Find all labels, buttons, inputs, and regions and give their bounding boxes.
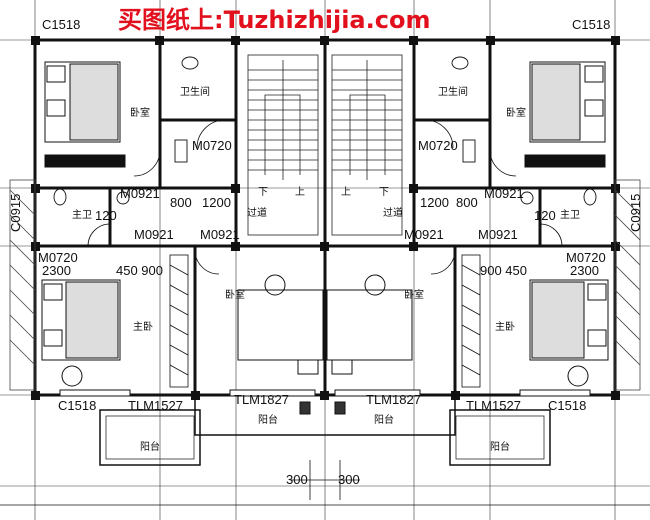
room-label-center-bed-left: 卧室 <box>225 288 245 301</box>
code-c0915-right: C0915 <box>628 194 643 232</box>
code-m0720-mid-left: M0720 <box>38 250 78 265</box>
dim-900-450-right: 900 450 <box>480 263 527 278</box>
dim-1200-left: 1200 <box>202 195 231 210</box>
code-m0921-left-3: M0921 <box>200 227 240 242</box>
dimension-bottom <box>0 460 650 506</box>
code-m0921-left-1: M0921 <box>120 186 160 201</box>
code-m0720-right: M0720 <box>418 138 458 153</box>
balconies <box>99 394 551 466</box>
room-label-corridor-right: 过道 <box>383 206 403 219</box>
code-c1518-bottom-right: C1518 <box>548 398 586 413</box>
room-label-corridor-left: 过道 <box>247 206 267 219</box>
room-label-master-right: 主卧 <box>495 320 515 333</box>
dim-300-left: 300 <box>286 472 308 487</box>
walls <box>33 38 617 397</box>
wardrobes <box>169 254 481 388</box>
bed-top-right <box>524 61 606 168</box>
watermark-text: 买图纸上:Tuzhizhijia.com <box>118 6 430 34</box>
dim-2300-right: 2300 <box>570 263 599 278</box>
code-c0915-left: C0915 <box>8 194 23 232</box>
room-label-bath-right: 卫生间 <box>438 85 468 98</box>
code-c1518-bottom-left: C1518 <box>58 398 96 413</box>
code-m0921-right-1: M0921 <box>484 186 524 201</box>
bath-fixtures <box>53 56 597 206</box>
code-m0720-left: M0720 <box>192 138 232 153</box>
code-c1518-top-right: C1518 <box>572 17 610 32</box>
code-tlm1527-left: TLM1527 <box>128 398 183 413</box>
door-swings <box>87 119 563 275</box>
code-tlm1827-right: TLM1827 <box>366 392 421 407</box>
stair-label-up-left: 上 <box>295 186 305 198</box>
stair-left <box>247 54 319 236</box>
code-tlm1527-right: TLM1527 <box>466 398 521 413</box>
stair-label-down-right: 下 <box>379 187 389 198</box>
dim-2300-left: 2300 <box>42 263 71 278</box>
room-label-bedroom-left: 卧室 <box>130 106 150 119</box>
dim-450-900-left: 450 900 <box>116 263 163 278</box>
bed-center <box>237 274 413 375</box>
room-label-balcony-left: 阳台 <box>140 440 160 453</box>
sliding-doors <box>59 389 591 415</box>
room-label-center-bed-right: 卧室 <box>404 288 424 301</box>
room-label-master-bath-right: 主卫 <box>560 209 580 221</box>
code-m0921-right-3: M0921 <box>404 227 444 242</box>
dim-120-right: 120 <box>534 208 556 223</box>
room-label-balcony-right: 阳台 <box>490 440 510 453</box>
code-tlm1827-left: TLM1827 <box>234 392 289 407</box>
dim-300-right: 300 <box>338 472 360 487</box>
code-m0720-mid-right: M0720 <box>566 250 606 265</box>
room-label-bath-left: 卫生间 <box>180 85 210 98</box>
room-label-balcony-center-right: 阳台 <box>374 413 394 426</box>
bed-master-right <box>529 279 609 387</box>
stair-right <box>331 54 403 236</box>
stair-label-down-left: 下 <box>258 187 268 198</box>
code-c1518-top-left: C1518 <box>42 17 80 32</box>
bed-top-left <box>44 61 126 168</box>
bay-window-hatch <box>9 179 641 391</box>
code-m0921-right-2: M0921 <box>478 227 518 242</box>
room-label-bedroom-right: 卧室 <box>506 106 526 119</box>
dim-800-right: 800 <box>456 195 478 210</box>
room-label-balcony-center-left: 阳台 <box>258 413 278 426</box>
stair-label-up-right: 上 <box>341 186 351 198</box>
dim-800-left: 800 <box>170 195 192 210</box>
code-m0921-left-2: M0921 <box>134 227 174 242</box>
room-label-master-left: 主卧 <box>133 320 153 333</box>
room-label-master-bath-left: 主卫 <box>72 209 92 221</box>
dim-1200-right: 1200 <box>420 195 449 210</box>
bed-master-left <box>41 279 121 387</box>
dim-120-left: 120 <box>95 208 117 223</box>
